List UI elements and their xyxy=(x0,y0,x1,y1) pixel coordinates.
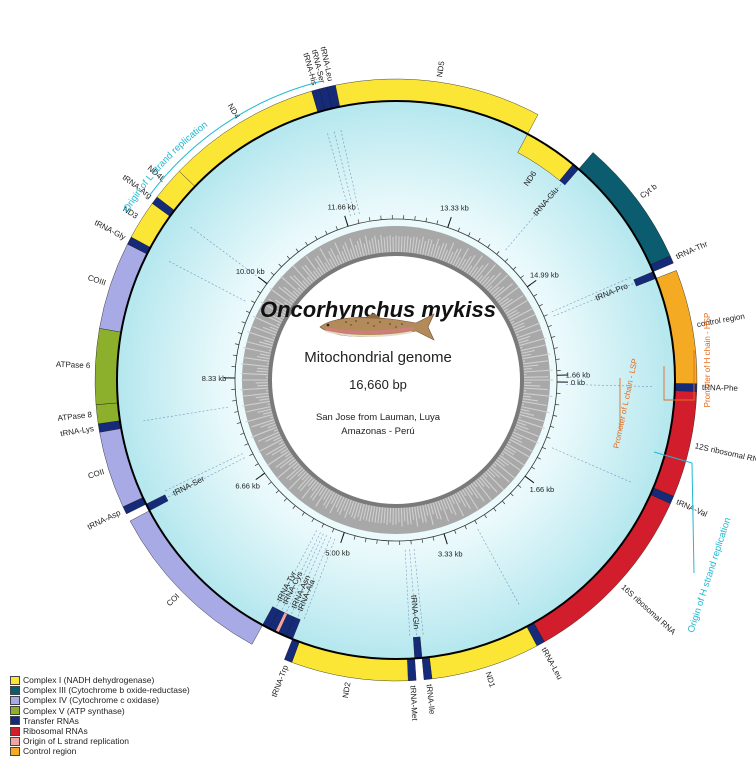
gene-label: tRNA-Thr xyxy=(674,239,709,261)
gene-label: 16S ribosomal RNA xyxy=(619,583,677,637)
scale-tick-label: 8.33 kb xyxy=(202,374,227,383)
gene-label: tRNA-Gly xyxy=(93,218,127,242)
scale-tick-label: 13.33 kb xyxy=(440,204,469,213)
gene-label: ATPase 6 xyxy=(56,360,91,371)
legend-swatch xyxy=(10,676,20,685)
scale-tick-label: 10.00 kb xyxy=(236,267,265,276)
gene-label: tRNA-Met xyxy=(408,685,419,721)
promoter-h-annotation: Promoter of H chain - HSP xyxy=(703,313,712,408)
scale-tick-label: 6.66 kb xyxy=(235,481,260,490)
gene-label: ND2 xyxy=(341,681,352,699)
legend-swatch xyxy=(10,706,20,715)
legend-item: Complex IV (Cytochrome c oxidase) xyxy=(10,695,190,705)
legend-swatch xyxy=(10,747,20,756)
gene-label: COI xyxy=(165,592,181,608)
scale-tick-label: 14.99 kb xyxy=(530,271,559,280)
legend-item: Ribosomal RNAs xyxy=(10,726,190,736)
legend-item: Complex V (ATP synthase) xyxy=(10,706,190,716)
scale-tick-label: 1.66 kb xyxy=(566,371,591,380)
gene-label: 12S ribosomal RNA xyxy=(694,441,756,465)
legend: Complex I (NADH dehydrogenase) Complex I… xyxy=(10,675,190,757)
legend-label: Complex III (Cytochrome b oxide-reductas… xyxy=(23,685,190,695)
legend-item: Control region xyxy=(10,746,190,756)
scale-tick-label: 11.66 kb xyxy=(328,202,356,211)
gene-label: tRNA-Lys xyxy=(60,424,95,438)
legend-swatch xyxy=(10,716,20,725)
gene-segment xyxy=(96,403,120,424)
gc-ring-inner xyxy=(272,256,520,504)
legend-item: Origin of L strand replication xyxy=(10,736,190,746)
legend-label: Origin of L strand replication xyxy=(23,736,129,746)
legend-swatch xyxy=(10,686,20,695)
legend-label: Complex I (NADH dehydrogenase) xyxy=(23,675,154,685)
legend-label: Control region xyxy=(23,746,76,756)
gene-label: tRNA-Leu xyxy=(540,646,565,681)
gene-label: tRNA-Ile xyxy=(424,684,436,716)
gene-label: ND5 xyxy=(435,60,446,78)
legend-swatch xyxy=(10,696,20,705)
legend-label: Complex IV (Cytochrome c oxidase) xyxy=(23,695,159,705)
legend-item: Complex III (Cytochrome b oxide-reductas… xyxy=(10,685,190,695)
trout-illustration xyxy=(316,312,436,342)
gene-label: tRNA-Val xyxy=(675,498,709,519)
legend-label: Transfer RNAs xyxy=(23,716,79,726)
legend-item: Transfer RNAs xyxy=(10,716,190,726)
legend-swatch xyxy=(10,727,20,736)
gene-label: ATPase 8 xyxy=(57,410,93,423)
scale-tick-label: 5.00 kb xyxy=(325,548,350,557)
gene-label: COII xyxy=(87,467,105,481)
gene-label: ND1 xyxy=(484,671,498,689)
gene-label: tRNA-Asp xyxy=(86,508,122,532)
legend-swatch xyxy=(10,737,20,746)
gene-label: tRNA-Trp xyxy=(270,663,291,698)
legend-label: Ribosomal RNAs xyxy=(23,726,88,736)
scale-tick-label: 3.33 kb xyxy=(438,550,463,559)
gene-label: Cyt b xyxy=(638,182,659,201)
legend-item: Complex I (NADH dehydrogenase) xyxy=(10,675,190,685)
gene-label: COIII xyxy=(87,273,108,287)
gene-segment xyxy=(407,658,416,680)
scale-tick-label: 1.66 kb xyxy=(530,485,555,494)
legend-label: Complex V (ATP synthase) xyxy=(23,706,125,716)
